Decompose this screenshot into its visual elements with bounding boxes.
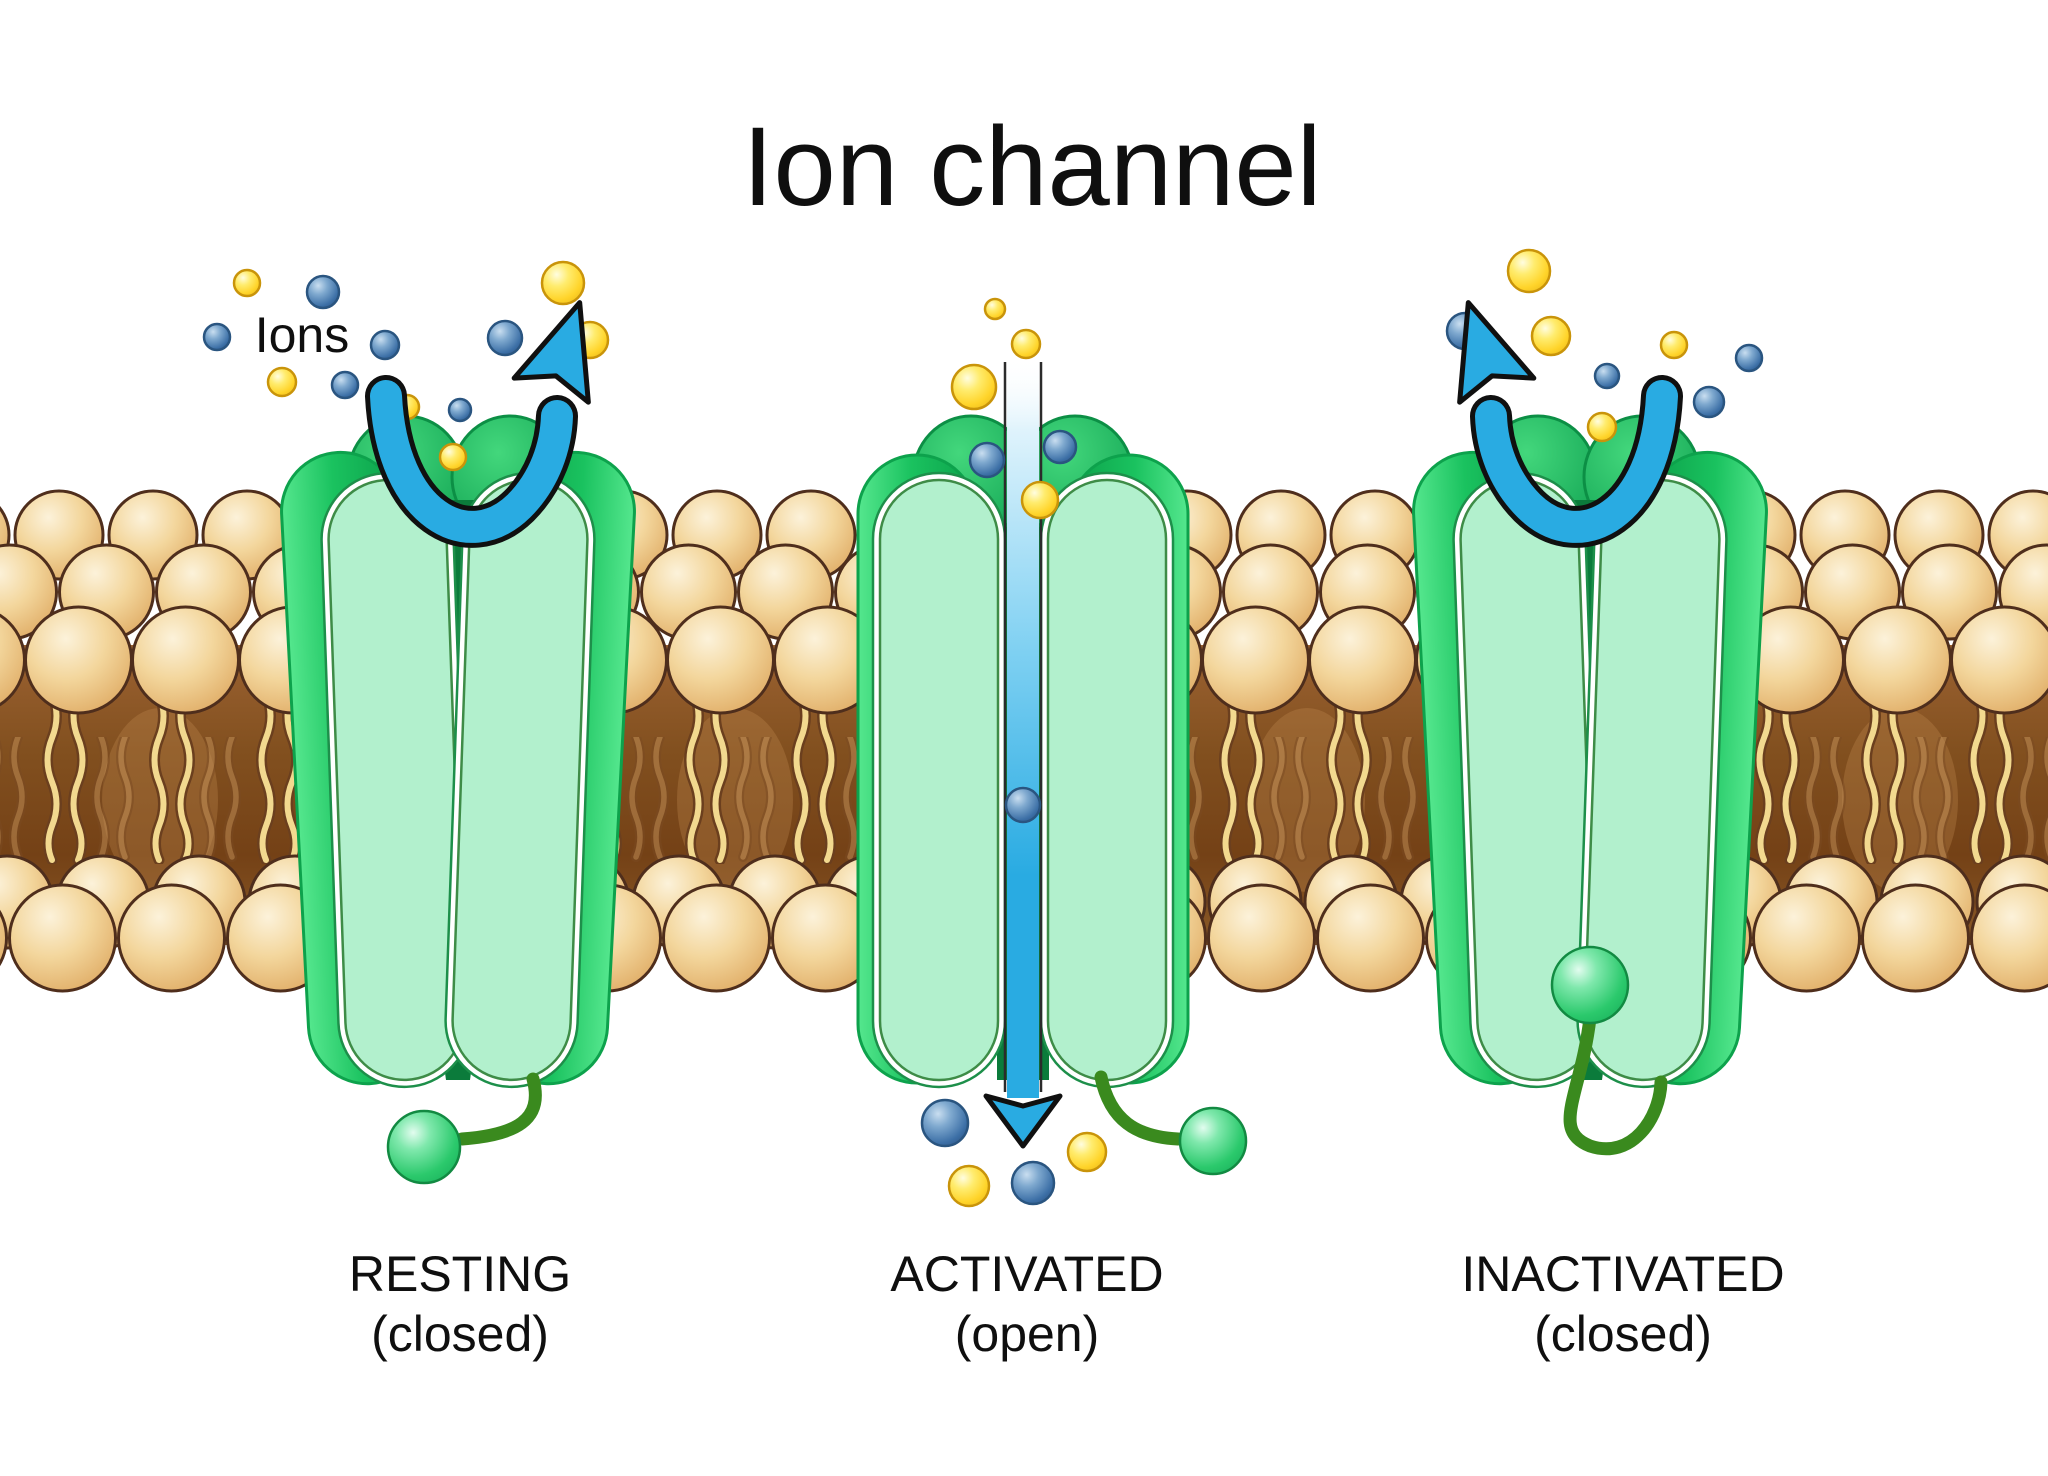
blue-ion — [1734, 343, 1764, 373]
yellow-ion — [1066, 1131, 1108, 1173]
yellow-ion — [983, 297, 1007, 321]
inactivation-tether-loop — [1563, 1011, 1668, 1156]
state-label-inactivated: INACTIVATED — [1461, 1246, 1784, 1302]
state-label-resting: RESTING — [349, 1246, 571, 1302]
yellow-ion — [232, 268, 262, 298]
yellow-ion — [438, 442, 468, 472]
yellow-ion — [947, 1164, 991, 1208]
yellow-ion — [950, 363, 998, 411]
inactivation-ball-plug — [1550, 945, 1630, 1025]
blue-ion — [369, 329, 401, 361]
blue-ion — [968, 441, 1006, 479]
yellow-ion — [1659, 330, 1689, 360]
blue-ion — [1042, 429, 1078, 465]
blue-ion — [920, 1098, 970, 1148]
blue-ion — [1593, 362, 1621, 390]
yellow-ion — [1506, 248, 1552, 294]
ion-flow-stream — [1007, 356, 1039, 1098]
yellow-ion — [1020, 480, 1060, 520]
channel-subunit — [1046, 478, 1168, 1082]
ions-label: Ions — [255, 307, 350, 363]
blue-ion — [330, 370, 360, 400]
channel-resting — [277, 414, 639, 1185]
down-arrow-icon — [983, 1093, 1063, 1149]
channel-inactivated — [1409, 414, 1771, 1156]
blue-ion — [486, 319, 524, 357]
blue-ion — [305, 274, 341, 310]
page-title: Ion channel — [742, 104, 1321, 229]
yellow-ion — [1530, 315, 1572, 357]
blue-ion — [1692, 385, 1726, 419]
blue-ion — [447, 397, 473, 423]
inactivation-ball — [386, 1109, 462, 1185]
inactivation-ball — [1178, 1106, 1248, 1176]
blue-ion — [1010, 1160, 1056, 1206]
yellow-ion — [266, 366, 298, 398]
blue-ion — [1004, 786, 1042, 824]
yellow-ion — [1586, 411, 1618, 443]
inactivation-tether — [1094, 1070, 1185, 1146]
yellow-ion — [1010, 328, 1042, 360]
state-qualifier-inactivated: (closed) — [1534, 1306, 1712, 1362]
state-qualifier-activated: (open) — [955, 1306, 1100, 1362]
blue-ion — [202, 322, 232, 352]
state-qualifier-resting: (closed) — [371, 1306, 549, 1362]
channel-subunit — [878, 478, 1000, 1082]
state-label-activated: ACTIVATED — [890, 1246, 1163, 1302]
inactivation-tether — [455, 1072, 542, 1146]
yellow-ion — [540, 260, 586, 306]
